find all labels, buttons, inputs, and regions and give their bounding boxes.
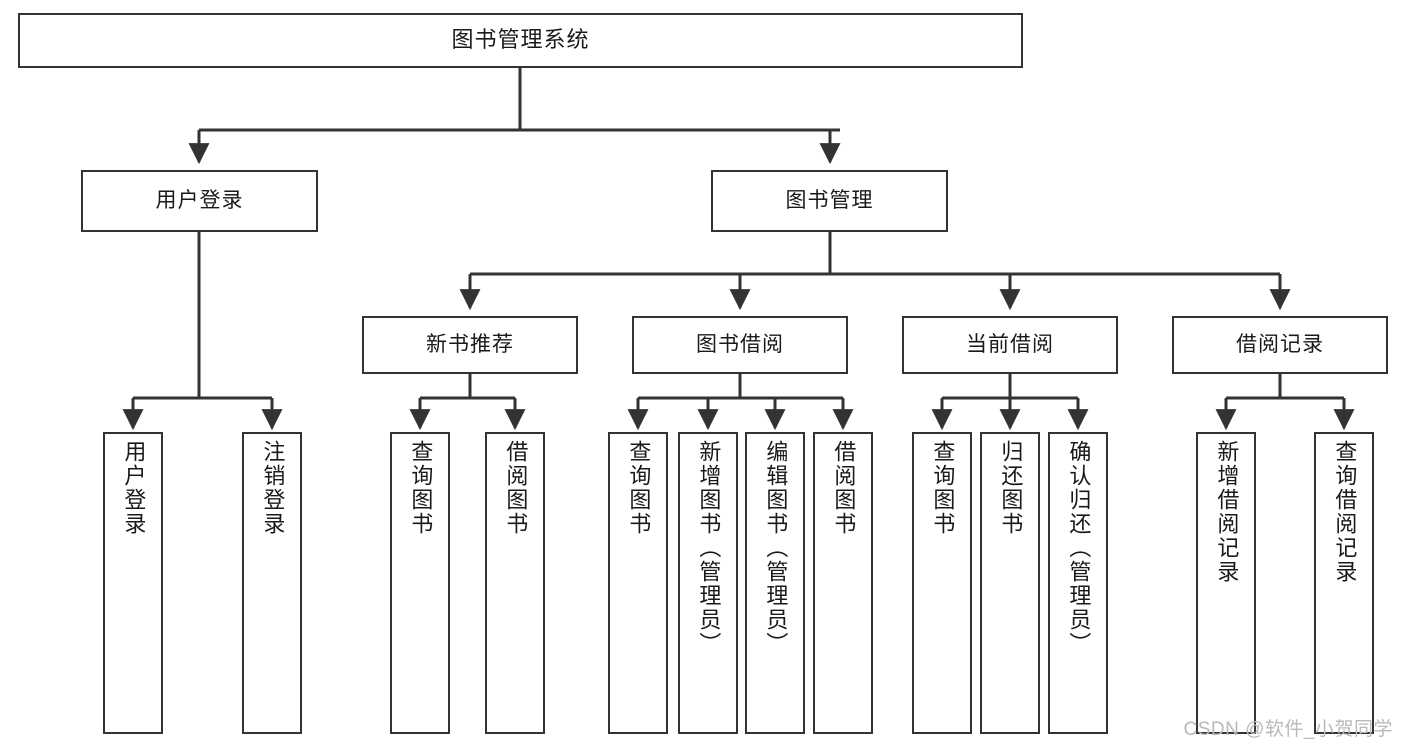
node-root-label: 图书管理系统 bbox=[451, 27, 590, 53]
node-new-book-recommend[interactable]: 新书推荐 bbox=[362, 316, 578, 374]
node-leaf-user-login-0[interactable]: 用户登录 bbox=[103, 432, 163, 734]
node-leaf-user-login-1[interactable]: 注销登录 bbox=[242, 432, 302, 734]
node-leaf-label: 查询图书 bbox=[930, 440, 956, 536]
node-leaf-current-borrow-1[interactable]: 归还图书 bbox=[980, 432, 1040, 734]
node-leaf-current-borrow-0[interactable]: 查询图书 bbox=[912, 432, 972, 734]
node-leaf-borrow-record-1[interactable]: 查询借阅记录 bbox=[1314, 432, 1374, 734]
node-leaf-label: 查询图书 bbox=[626, 440, 652, 536]
node-user-login[interactable]: 用户登录 bbox=[81, 170, 318, 232]
node-leaf-label: 注销登录 bbox=[260, 440, 286, 536]
watermark: CSDN @软件_小贺同学 bbox=[1183, 719, 1393, 740]
node-leaf-book-borrow-2[interactable]: 编辑图书（管理员） bbox=[745, 432, 805, 734]
node-new-book-recommend-label: 新书推荐 bbox=[426, 333, 514, 357]
node-leaf-label: 确认归还（管理员） bbox=[1066, 440, 1092, 656]
node-leaf-label: 归还图书 bbox=[998, 440, 1024, 536]
node-leaf-borrow-record-0[interactable]: 新增借阅记录 bbox=[1196, 432, 1256, 734]
node-leaf-book-borrow-1[interactable]: 新增图书（管理员） bbox=[678, 432, 738, 734]
node-borrow-record-label: 借阅记录 bbox=[1236, 333, 1324, 357]
node-leaf-label: 编辑图书（管理员） bbox=[763, 440, 789, 656]
node-leaf-label: 借阅图书 bbox=[503, 440, 529, 536]
node-leaf-label: 查询借阅记录 bbox=[1332, 440, 1358, 584]
node-leaf-label: 查询图书 bbox=[408, 440, 434, 536]
node-current-borrow-label: 当前借阅 bbox=[966, 333, 1054, 357]
node-leaf-label: 用户登录 bbox=[121, 440, 147, 536]
node-leaf-label: 借阅图书 bbox=[831, 440, 857, 536]
node-root[interactable]: 图书管理系统 bbox=[18, 13, 1023, 68]
node-leaf-book-borrow-3[interactable]: 借阅图书 bbox=[813, 432, 873, 734]
node-leaf-current-borrow-2[interactable]: 确认归还（管理员） bbox=[1048, 432, 1108, 734]
node-book-borrow-label: 图书借阅 bbox=[696, 333, 784, 357]
node-leaf-book-borrow-0[interactable]: 查询图书 bbox=[608, 432, 668, 734]
node-leaf-new-book-1[interactable]: 借阅图书 bbox=[485, 432, 545, 734]
node-leaf-label: 新增图书（管理员） bbox=[696, 440, 722, 656]
node-book-manage-label: 图书管理 bbox=[785, 189, 874, 213]
node-book-borrow[interactable]: 图书借阅 bbox=[632, 316, 848, 374]
node-book-manage[interactable]: 图书管理 bbox=[711, 170, 948, 232]
node-current-borrow[interactable]: 当前借阅 bbox=[902, 316, 1118, 374]
node-user-login-label: 用户登录 bbox=[155, 189, 244, 213]
node-leaf-label: 新增借阅记录 bbox=[1214, 440, 1240, 584]
node-leaf-new-book-0[interactable]: 查询图书 bbox=[390, 432, 450, 734]
node-borrow-record[interactable]: 借阅记录 bbox=[1172, 316, 1388, 374]
